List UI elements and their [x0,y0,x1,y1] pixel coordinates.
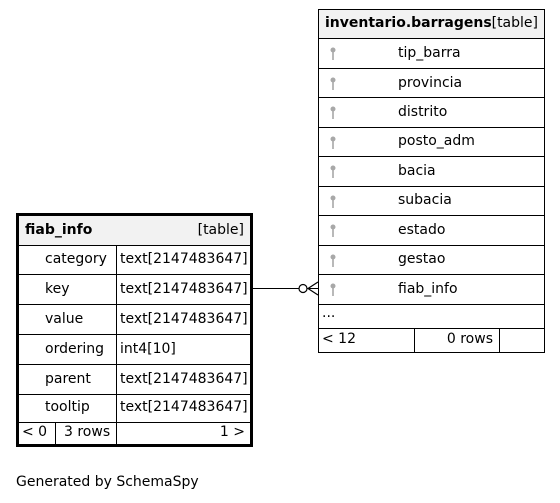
column-name: fiab_info [398,281,458,297]
more-columns-row: ... [319,305,544,329]
table-footer: < 0 3 rows 1 > [19,423,250,444]
column-type: text[2147483647] [120,311,248,327]
table-footer: < 12 0 rows [319,329,544,352]
column-row-ordering: ordering int4[10] [19,335,250,365]
footer-rows: 3 rows [64,424,111,440]
key-icon [330,106,336,119]
ellipsis: ... [322,305,336,321]
column-name: subacia [398,192,452,208]
column-type: text[2147483647] [120,399,248,415]
column-name: ordering [45,341,104,357]
column-row-provincia: provincia [319,69,544,98]
table-name: fiab_info [25,222,93,238]
table-type: [table] [197,222,244,238]
key-icon [330,77,336,90]
key-icon [330,195,336,208]
column-row-parent: parent text[2147483647] [19,365,250,395]
table-name: inventario.barragens [325,15,492,31]
column-name: tip_barra [398,45,461,61]
column-row-posto-adm: posto_adm [319,128,544,157]
table-type: [table] [491,15,538,31]
column-type: text[2147483647] [120,281,248,297]
key-icon [330,47,336,60]
footer-children: 1 > [219,424,245,440]
key-icon [330,165,336,178]
key-icon [330,224,336,237]
table-header: inventario.barragens [table] [319,10,544,39]
column-name: key [45,281,70,297]
key-icon [330,136,336,149]
generated-by-caption: Generated by SchemaSpy [16,474,199,490]
column-row-key: key text[2147483647] [19,275,250,305]
column-row-category: category text[2147483647] [19,245,250,275]
column-name: estado [398,222,446,238]
column-name: provincia [398,75,463,91]
footer-parents: < 12 [322,331,356,347]
column-row-tooltip: tooltip text[2147483647] [19,395,250,423]
table-inventario-barragens: inventario.barragens [table] tip_barra p… [318,9,545,353]
column-row-estado: estado [319,216,544,246]
column-name: distrito [398,104,448,120]
column-name: parent [45,371,91,387]
column-type: int4[10] [120,341,176,357]
table-header: fiab_info [table] [19,216,250,246]
column-row-fiab-info: fiab_info [319,275,544,305]
footer-rows: 0 rows [446,331,493,347]
key-icon [330,254,336,267]
column-type: text[2147483647] [120,371,248,387]
key-icon [330,283,336,296]
column-row-distrito: distrito [319,98,544,128]
column-row-gestao: gestao [319,246,544,275]
footer-parents: < 0 [22,424,48,440]
column-row-subacia: subacia [319,187,544,216]
column-row-bacia: bacia [319,157,544,187]
column-row-value: value text[2147483647] [19,305,250,335]
column-name: posto_adm [398,133,475,149]
column-type: text[2147483647] [120,251,248,267]
column-name: value [45,311,84,327]
column-name: gestao [398,251,446,267]
column-name: bacia [398,163,436,179]
optional-cardinality-marker [298,283,308,294]
many-cardinality-marker [306,281,319,296]
column-name: category [45,251,107,267]
column-name: tooltip [45,399,90,415]
column-row-tip-barra: tip_barra [319,39,544,69]
table-fiab-info: fiab_info [table] category text[21474836… [16,213,253,447]
